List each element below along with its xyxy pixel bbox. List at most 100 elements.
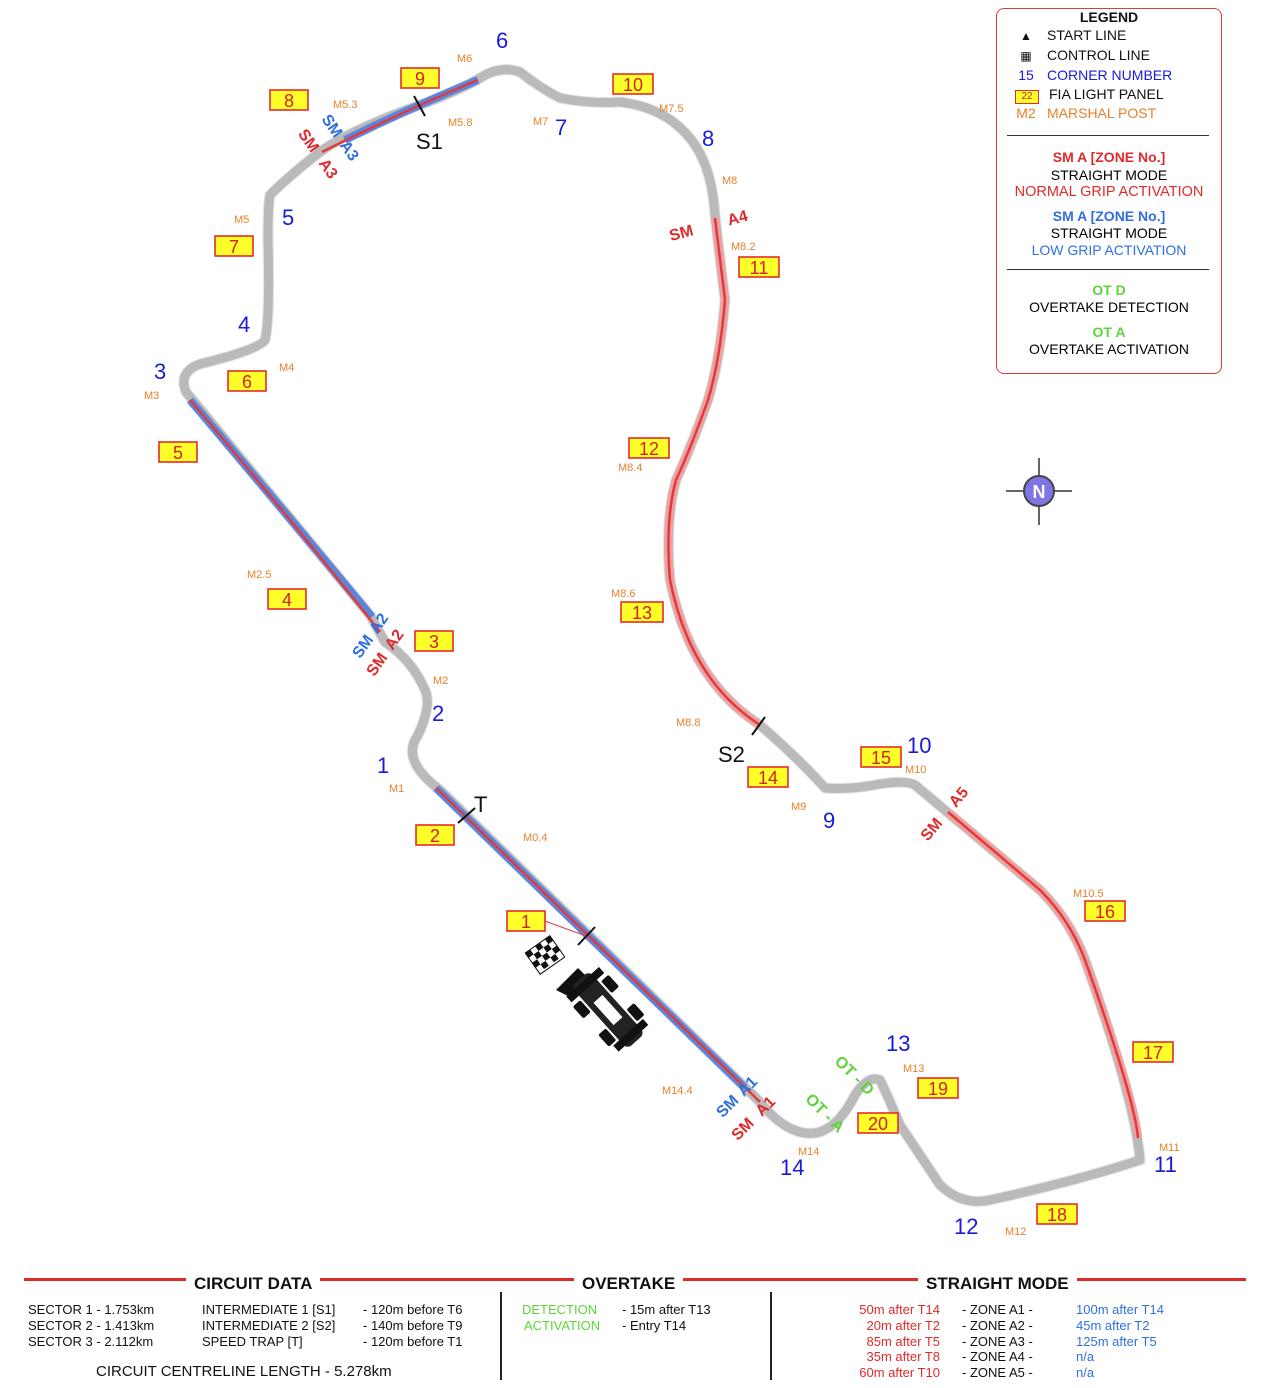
marshal-m13: M13 <box>903 1063 924 1075</box>
speed-trap-name: SPEED TRAP [T] <box>202 1334 303 1349</box>
circuit-data-title: CIRCUIT DATA <box>186 1274 321 1294</box>
legend-ot-a-code: OT A <box>1092 324 1126 340</box>
marshal-m5.8: M5.8 <box>448 117 472 129</box>
marshal-m14: M14 <box>798 1146 819 1158</box>
marshal-m8.6: M8.6 <box>611 588 635 600</box>
ot-activation-value: - Entry T14 <box>622 1318 687 1333</box>
panel-16: 16 <box>1084 900 1126 922</box>
corner-5: 5 <box>282 205 294 230</box>
sm-a4-low: n/a <box>1076 1349 1095 1364</box>
sm-a4-zone: - ZONE A4 - <box>962 1349 1033 1364</box>
legend-sm-low-line1: STRAIGHT MODE <box>1050 225 1168 241</box>
marshal-m14.4: M14.4 <box>662 1085 693 1097</box>
control-line <box>577 926 596 946</box>
panel-7: 7 <box>214 235 254 257</box>
speed-trap-value: - 120m before T1 <box>363 1334 463 1349</box>
marshal-m4: M4 <box>279 362 294 374</box>
corner-9: 9 <box>823 808 835 833</box>
corner-12: 12 <box>954 1214 978 1239</box>
sector-3: SECTOR 3 - 2.112km <box>28 1334 154 1349</box>
trap-line <box>457 807 476 824</box>
marshal-m5.3: M5.3 <box>333 99 357 111</box>
legend-title: LEGEND <box>1079 9 1139 25</box>
panel-6: 6 <box>227 370 267 392</box>
legend-sm-low-line2: LOW GRIP ACTIVATION <box>1031 242 1187 258</box>
legend-ot-d-code: OT D <box>1092 282 1126 298</box>
corner-1: 1 <box>377 753 389 778</box>
ot-detection-name: DETECTION <box>522 1302 598 1317</box>
legend-sm-low-code: SM A [ZONE No.] <box>1052 208 1166 224</box>
svg-text:1: 1 <box>521 912 531 932</box>
panel-3: 3 <box>414 630 454 652</box>
panel-9: 9 <box>400 67 440 89</box>
svg-text:5: 5 <box>173 443 183 463</box>
corner-4: 4 <box>238 312 250 337</box>
panel-19: 19 <box>917 1077 959 1099</box>
svg-text:19: 19 <box>928 1079 948 1099</box>
marshal-m9: M9 <box>791 801 806 813</box>
panel-8: 8 <box>269 89 309 111</box>
svg-text:A2: A2 <box>382 627 408 654</box>
sm-zones <box>186 76 1142 1139</box>
panel-5: 5 <box>158 441 198 463</box>
legend-sm-normal-line2: NORMAL GRIP ACTIVATION <box>1014 184 1204 200</box>
svg-text:7: 7 <box>229 237 239 257</box>
marshal-m8: M8 <box>722 175 737 187</box>
marshal-m5: M5 <box>234 214 249 226</box>
svg-text:SM: SM <box>729 1115 758 1144</box>
sm-a1-zone: - ZONE A1 - <box>962 1302 1033 1317</box>
marshal-posts: M0.4 M1 M2 M2.5 M3 M4 M5 M5.3 M5.8 M6 M7… <box>144 53 1180 1238</box>
legend-start-line: ▲START LINE <box>1015 27 1126 45</box>
svg-text:20: 20 <box>868 1114 888 1134</box>
panel-20: 20 <box>857 1112 899 1134</box>
corner-numbers: 1 2 3 4 5 6 7 8 9 10 11 12 13 14 <box>154 28 1177 1239</box>
marshal-m3: M3 <box>144 390 159 402</box>
sm-a2-low: 45m after T2 <box>1076 1318 1150 1333</box>
svg-text:14: 14 <box>758 768 778 788</box>
panel-14: 14 <box>747 766 789 788</box>
straight-mode-title: STRAIGHT MODE <box>918 1274 1077 1294</box>
corner-3: 3 <box>154 359 166 384</box>
svg-text:13: 13 <box>632 603 652 623</box>
svg-text:9: 9 <box>415 69 425 89</box>
panel-15: 15 <box>860 746 902 768</box>
panel-13: 13 <box>620 601 664 623</box>
start-line-icon <box>556 968 590 996</box>
corner-11: 11 <box>1154 1152 1177 1177</box>
sm-a5-low: n/a <box>1076 1365 1095 1380</box>
race-car-icon <box>566 967 649 1052</box>
fia-light-panels: 1 2 3 4 5 6 7 8 9 10 11 12 13 14 15 16 1… <box>158 67 1174 1225</box>
panel-11: 11 <box>738 256 780 278</box>
corner-14: 14 <box>780 1155 804 1180</box>
marshal-m6: M6 <box>457 53 472 65</box>
intermediate-1-value: - 120m before T6 <box>363 1302 463 1317</box>
sm-a5-zone: - ZONE A5 - <box>962 1365 1033 1380</box>
marshal-m7.5: M7.5 <box>659 103 683 115</box>
sm-a2-normal: 20m after T2 <box>866 1318 940 1333</box>
ot-activation-name: ACTIVATION <box>524 1318 601 1333</box>
ot-detection-value: - 15m after T13 <box>622 1302 711 1317</box>
overtake-title: OVERTAKE <box>574 1274 684 1294</box>
start-line-icon: ▲ <box>1020 29 1032 43</box>
svg-text:6: 6 <box>242 372 252 392</box>
svg-text:SM: SM <box>918 815 946 844</box>
sm-a1-normal: 50m after T14 <box>859 1302 940 1317</box>
sm-a3-low: 125m after T5 <box>1076 1334 1157 1349</box>
sector-1: SECTOR 1 - 1.753km <box>28 1302 155 1317</box>
corner-13: 13 <box>886 1031 910 1056</box>
svg-text:10: 10 <box>623 75 643 95</box>
legend-ot-a-label: OVERTAKE ACTIVATION <box>1029 341 1189 357</box>
legend-control-line: ▦CONTROL LINE <box>1015 47 1150 65</box>
circuit-length: CIRCUIT CENTRELINE LENGTH - 5.278km <box>96 1363 392 1380</box>
marshal-m10: M10 <box>905 764 926 776</box>
marshal-m8.8: M8.8 <box>676 717 700 729</box>
intermediate-1-name: INTERMEDIATE 1 [S1] <box>202 1302 336 1317</box>
speed-trap-label: T <box>474 792 487 817</box>
svg-text:SM: SM <box>668 222 696 245</box>
sm-a5-normal: 60m after T10 <box>859 1365 940 1380</box>
sm-a3-zone: - ZONE A3 - <box>962 1334 1033 1349</box>
compass-label: N <box>1033 482 1046 502</box>
